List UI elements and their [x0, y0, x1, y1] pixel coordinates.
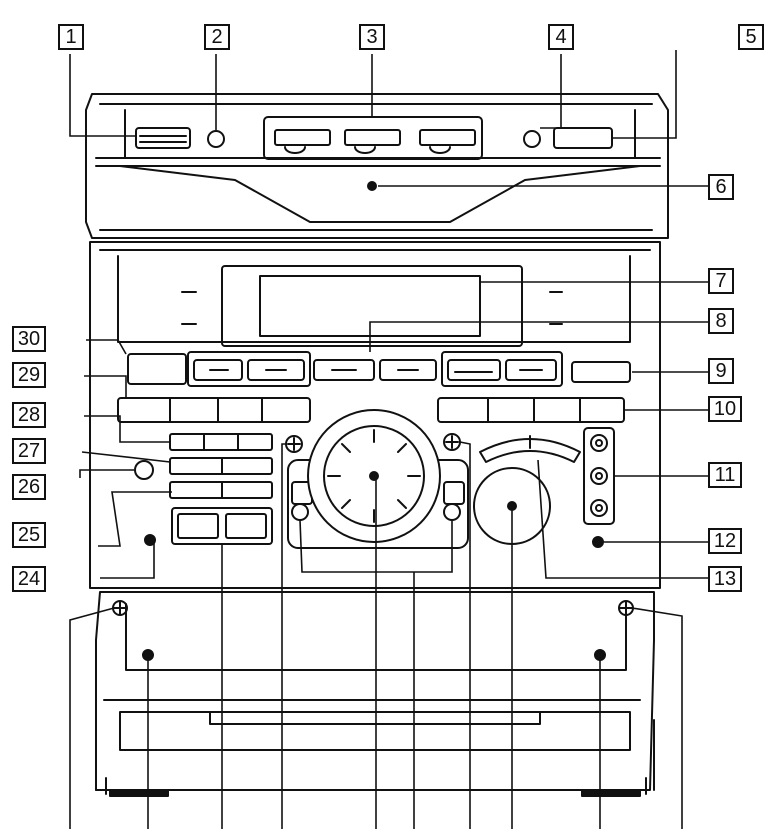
- left-dial-button[interactable]: [291, 503, 309, 521]
- right-dial-button[interactable]: [443, 503, 461, 521]
- callout-6: 6: [708, 174, 734, 200]
- tape-a-button[interactable]: [142, 649, 154, 661]
- left-indicator-button[interactable]: [207, 130, 225, 148]
- callout-13: 13: [708, 566, 742, 592]
- volume-arc: [479, 435, 581, 463]
- callout-10: 10: [708, 396, 742, 422]
- button-30[interactable]: [127, 353, 187, 385]
- callout-3: 3: [359, 24, 385, 50]
- button-row-27[interactable]: [169, 457, 273, 475]
- button-9[interactable]: [571, 361, 631, 383]
- button-row-25[interactable]: [169, 481, 273, 499]
- callout-2: 2: [204, 24, 230, 50]
- callout-8: 8: [708, 308, 734, 334]
- callout-4: 4: [548, 24, 574, 50]
- tray-button[interactable]: [367, 181, 377, 191]
- callout-5: 5: [738, 24, 764, 50]
- callout-29: 29: [12, 362, 46, 388]
- right-indicator-button[interactable]: [523, 130, 541, 148]
- power-switch-detail: [139, 135, 187, 143]
- button-26[interactable]: [134, 460, 154, 480]
- top-unit-housing: [85, 93, 669, 239]
- leader-lines: [69, 50, 708, 829]
- function-button-row[interactable]: [187, 351, 563, 387]
- right-foot: [581, 789, 641, 797]
- jack-connectors[interactable]: [590, 434, 608, 517]
- open-close-button[interactable]: [553, 127, 613, 149]
- left-button-row[interactable]: [117, 397, 311, 423]
- callout-12: 12: [708, 528, 742, 554]
- button-row-28[interactable]: [169, 433, 273, 451]
- left-tape-sensor-icon: [112, 600, 128, 616]
- jack-panel: [583, 427, 615, 525]
- power-switch[interactable]: [135, 127, 191, 149]
- callout-7: 7: [708, 268, 734, 294]
- jog-center-button[interactable]: [369, 471, 379, 481]
- callout-24: 24: [12, 566, 46, 592]
- callout-25: 25: [12, 522, 46, 548]
- callout-28: 28: [12, 402, 46, 428]
- callout-30: 30: [12, 326, 46, 352]
- left-sensor-icon: [285, 435, 303, 453]
- disc-skip-panel: [263, 116, 483, 160]
- callout-26: 26: [12, 474, 46, 500]
- callout-11: 11: [708, 462, 742, 488]
- callout-9: 9: [708, 358, 734, 384]
- callout-1: 1: [58, 24, 84, 50]
- right-button-row[interactable]: [437, 397, 625, 423]
- callout-27: 27: [12, 438, 46, 464]
- tuning-buttons[interactable]: [171, 507, 273, 545]
- button-24[interactable]: [144, 534, 156, 546]
- tape-b-button[interactable]: [594, 649, 606, 661]
- right-sensor-icon: [443, 433, 461, 451]
- left-foot: [109, 789, 169, 797]
- lower-unit-housing: [95, 591, 655, 795]
- main-body-housing: [89, 241, 661, 589]
- disc-skip-buttons[interactable]: [274, 129, 476, 154]
- button-12[interactable]: [592, 536, 604, 548]
- display-window: [181, 265, 563, 347]
- right-tape-sensor-icon: [618, 600, 634, 616]
